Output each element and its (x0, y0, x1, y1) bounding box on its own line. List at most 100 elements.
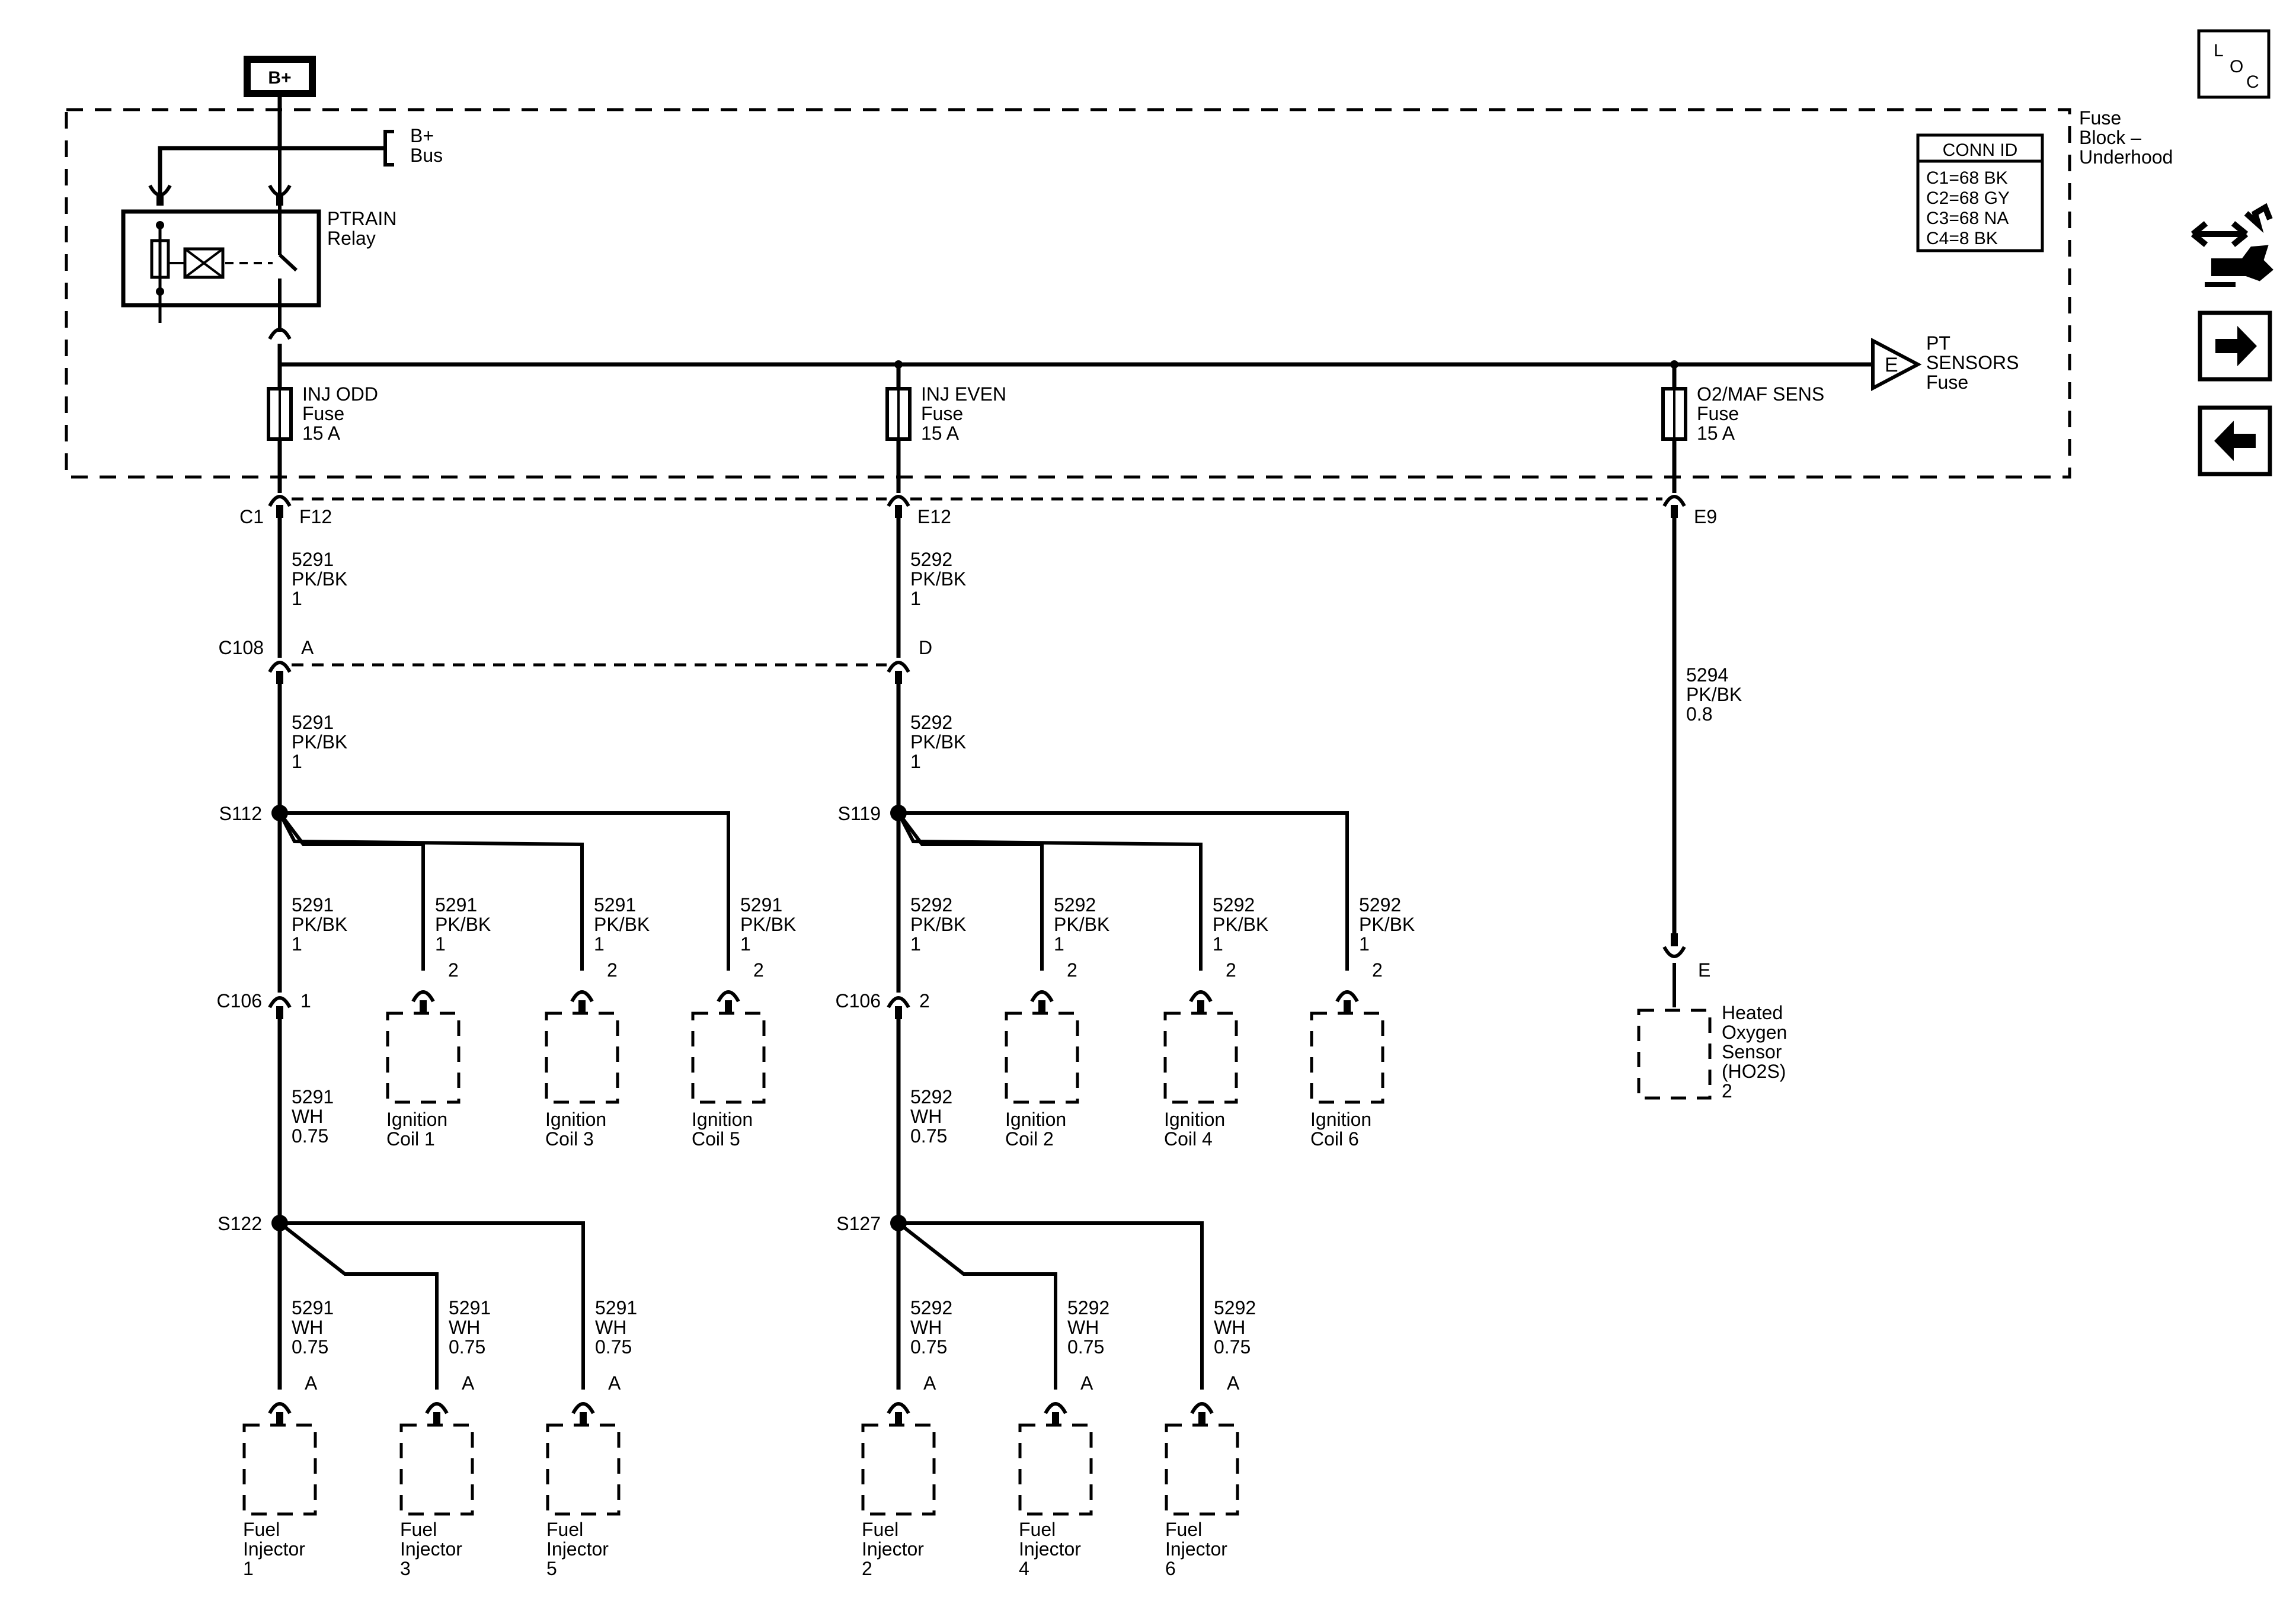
injector-pin-label: A (305, 1372, 318, 1394)
connector-cavity (887, 661, 910, 673)
connector-c1-name: C1 (239, 506, 264, 527)
wire-label-line: 5291 (292, 712, 334, 733)
relay-node (156, 287, 164, 296)
component-outline (399, 1423, 474, 1516)
wire-label-line: 0.75 (1067, 1336, 1104, 1358)
connector-cavity (268, 495, 292, 507)
wire-label-line: 1 (1213, 933, 1223, 955)
component-outline (1005, 1012, 1079, 1104)
connector-cavity (268, 1402, 292, 1414)
connector-c108-pin: A (301, 637, 314, 658)
wire-label-line: 5292 (910, 894, 952, 916)
wire-label-line: 5292 (1213, 894, 1255, 916)
wrench-arrows-icon[interactable] (2191, 203, 2273, 287)
relay-resistor (150, 239, 170, 279)
wire-label-line: 0.75 (292, 1336, 328, 1358)
connector-cavity (717, 990, 740, 1003)
fuse-block-title-line: Fuse (2079, 107, 2121, 129)
relay-coil-x (184, 248, 224, 279)
loc-letter: O (2230, 57, 2243, 76)
fuse-label-line: Fuse (921, 403, 963, 424)
fuse-block-outline (65, 108, 2071, 479)
offpage-arrow (1871, 338, 1922, 391)
wire-label-line: WH (910, 1106, 942, 1127)
wire-label-line: 0.75 (292, 1125, 328, 1147)
splice-label: S119 (838, 803, 881, 824)
injector-label-line: Fuel (1019, 1519, 1056, 1540)
connector-cavity (268, 328, 292, 340)
wire-even (897, 812, 1203, 971)
component-body (1018, 1402, 1093, 1516)
bus-wire (158, 146, 385, 204)
injector-pin-label: A (1227, 1372, 1240, 1394)
connector-pin (1038, 1000, 1045, 1013)
injector-label-line: Injector (862, 1538, 924, 1560)
wire-label-line: 1 (1054, 933, 1064, 955)
wire-label-line: WH (910, 1317, 942, 1338)
prev-page-button[interactable] (2198, 405, 2272, 476)
ho2s-label-line: Sensor (1722, 1041, 1782, 1062)
wire-label-line: WH (449, 1317, 480, 1338)
connector-pin (895, 671, 902, 684)
inline-connector (887, 661, 910, 684)
injector-label-line: Fuel (546, 1519, 583, 1540)
injector-label-line: Fuel (243, 1519, 280, 1540)
wire-label-line: 1 (1359, 933, 1370, 955)
fuse-block-title-line: Underhood (2079, 146, 2173, 168)
fuse-label-line: Fuse (1697, 403, 1739, 424)
connector-cavity (1030, 990, 1054, 1003)
injector-label-line: Fuel (1165, 1519, 1202, 1540)
relay-label-line: Relay (327, 228, 376, 249)
fuse-label-line: Fuse (302, 403, 344, 424)
coil-label-line: Coil 6 (1310, 1128, 1359, 1150)
wire-label-line: 1 (292, 588, 302, 609)
component-body (861, 1402, 936, 1516)
wire-label-line: PK/BK (292, 731, 347, 753)
coil-label-line: Ignition (1164, 1109, 1225, 1130)
coil-pin-label: 2 (1372, 959, 1383, 981)
connector-pin (1052, 1412, 1059, 1425)
loc-button[interactable]: LOC (2197, 29, 2271, 99)
component-outline (1310, 1012, 1384, 1104)
wire-label-line: 5292 (910, 1086, 952, 1108)
injector-pin-label: A (462, 1372, 475, 1394)
arrow-right-icon (2215, 326, 2257, 366)
component-outline (691, 1012, 766, 1104)
circuit-even: 5292PK/BK15292PK/BK1S1195292PK/BK15292PK… (836, 518, 1415, 1579)
bus-label: B+Bus (410, 125, 443, 166)
inline-connector (887, 996, 910, 1019)
connector-cavity (411, 990, 435, 1003)
wire-label-line: 1 (292, 933, 302, 955)
coil-label-line: Ignition (1310, 1109, 1371, 1130)
connector-c108-name: C108 (219, 637, 264, 658)
wire-label-line: 5291 (292, 549, 334, 570)
next-page-button[interactable] (2198, 311, 2272, 382)
fuse-label-line: 15 A (921, 422, 960, 444)
wire-label-line: 5292 (910, 712, 952, 733)
bus-bracket (383, 130, 394, 167)
coil-label-line: Ignition (386, 1109, 447, 1130)
connector-pin (1344, 1000, 1351, 1013)
wire-label-line: 5292 (1067, 1297, 1109, 1318)
connector-cavity (1044, 1402, 1067, 1414)
wire-label-line: 5291 (292, 1297, 334, 1318)
